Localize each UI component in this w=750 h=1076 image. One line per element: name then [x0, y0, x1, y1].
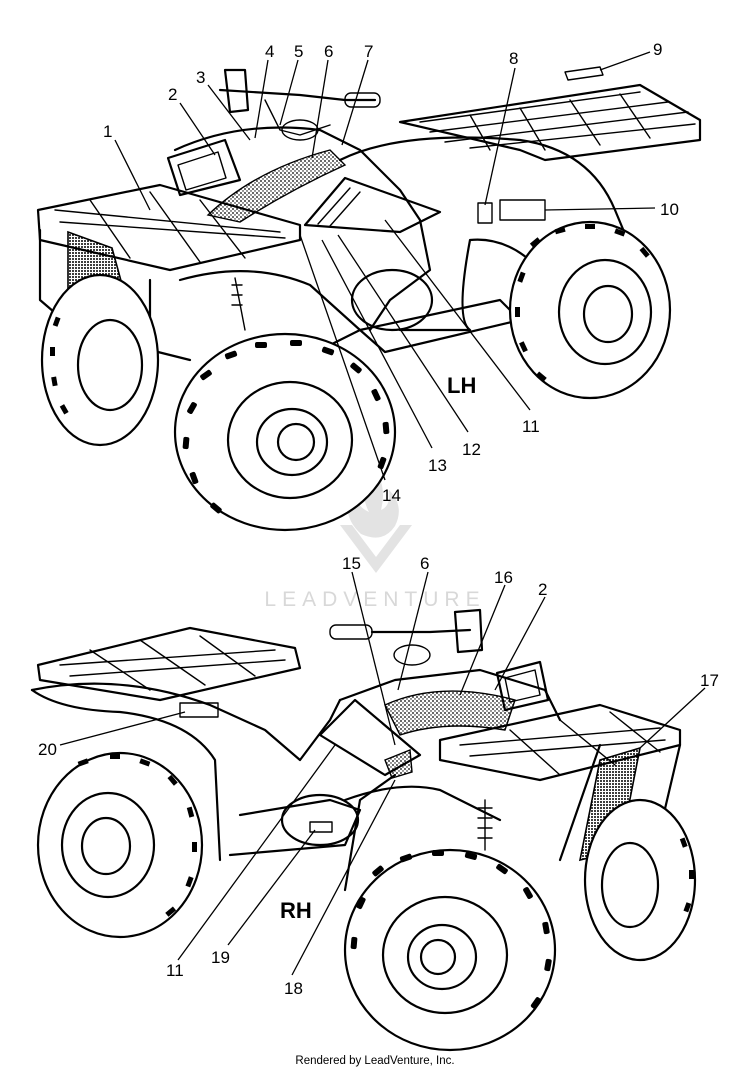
callout-17: 17 — [700, 671, 719, 690]
callout-2b: 2 — [538, 580, 547, 599]
callout-12: 12 — [462, 440, 481, 459]
rear-left-wheel — [508, 220, 672, 400]
rh-front-far-wheel — [583, 798, 697, 962]
callout-8: 8 — [509, 49, 518, 68]
atv-right-view — [30, 608, 697, 1052]
callout-18: 18 — [284, 979, 303, 998]
watermark-text: LEADVENTURE — [264, 588, 485, 611]
front-left-wheel — [173, 332, 397, 532]
callout-5: 5 — [294, 42, 303, 61]
callout-2: 2 — [168, 85, 177, 104]
callout-20: 20 — [38, 740, 57, 759]
rh-front-near-wheel — [343, 848, 557, 1052]
callout-4: 4 — [265, 42, 274, 61]
rh-rear-wheel — [36, 751, 204, 939]
lh-label: LH — [447, 373, 476, 398]
callout-3: 3 — [196, 68, 205, 87]
rh-callouts: 15 6 16 2 17 20 11 19 18 RH — [38, 554, 719, 998]
callout-14: 14 — [382, 486, 401, 505]
callout-15: 15 — [342, 554, 361, 573]
callout-9: 9 — [653, 40, 662, 59]
watermark-logo — [340, 468, 412, 573]
rh-leaders — [59, 571, 706, 976]
callout-6: 6 — [324, 42, 333, 61]
callout-7: 7 — [364, 42, 373, 61]
rear-rack — [398, 83, 702, 162]
tank-decal — [206, 149, 347, 223]
rh-tank-decal — [384, 690, 516, 736]
front-right-wheel — [40, 273, 160, 447]
callout-16: 16 — [494, 568, 513, 587]
callout-6b: 6 — [420, 554, 429, 573]
atv-left-view — [36, 66, 702, 532]
callout-11b: 11 — [166, 961, 184, 980]
callout-13: 13 — [428, 456, 447, 475]
lh-leaders — [114, 51, 656, 481]
callout-1: 1 — [103, 122, 112, 141]
rh-label: RH — [280, 898, 312, 923]
lh-callouts: 1 2 3 4 5 6 7 8 9 10 11 12 13 14 LH — [103, 40, 679, 505]
footer-credit: Rendered by LeadVenture, Inc. — [295, 1055, 455, 1067]
callout-10: 10 — [660, 200, 679, 219]
rh-rear-rack — [36, 626, 302, 702]
callout-11: 11 — [522, 417, 540, 436]
callout-19: 19 — [211, 948, 230, 967]
